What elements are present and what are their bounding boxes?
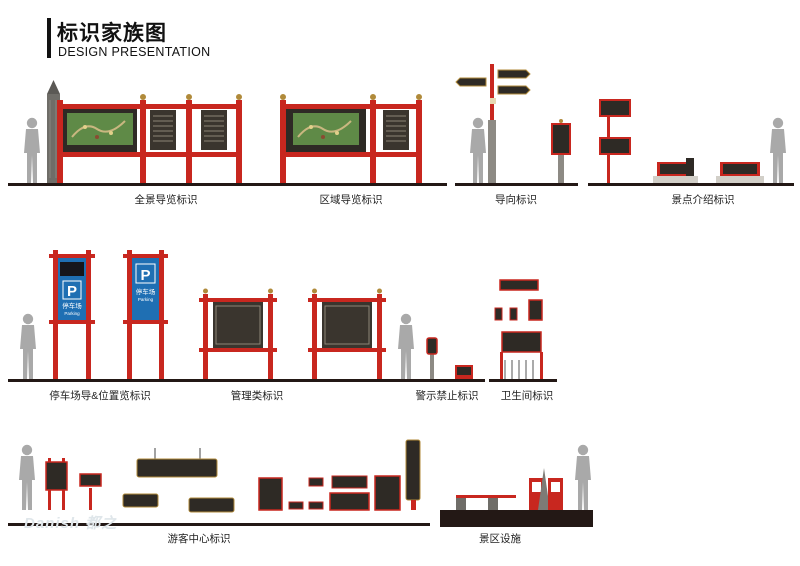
parking-sign: P 停车场 Parking P 停车场 Parking bbox=[20, 250, 168, 379]
person-silhouette bbox=[398, 313, 414, 379]
ground-line-row3 bbox=[8, 510, 593, 527]
page-title: 标识家族图 bbox=[57, 22, 167, 45]
caption-management: 管理类标识 bbox=[230, 390, 284, 402]
caption-visitor-center: 游客中心标识 bbox=[167, 533, 231, 545]
regional-guide-sign bbox=[280, 94, 422, 183]
direction-sign bbox=[455, 64, 571, 183]
page-subtitle: DESIGN PRESENTATION bbox=[58, 45, 211, 59]
header-accent-bar bbox=[47, 18, 51, 58]
restroom-sign bbox=[494, 279, 543, 379]
caption-restroom: 卫生间标识 bbox=[500, 390, 554, 402]
visitor-center-sign bbox=[19, 439, 421, 513]
panorama-guide-sign bbox=[24, 80, 242, 183]
caption-panorama: 全景导览标识 bbox=[134, 194, 198, 206]
parking-label-cn: 停车场 bbox=[62, 301, 82, 310]
caption-parking: 停车场导&位置览标识 bbox=[49, 390, 151, 402]
caption-facilities: 景区设施 bbox=[479, 533, 521, 545]
person-silhouette bbox=[24, 117, 40, 183]
scenic-intro-sign bbox=[599, 99, 786, 183]
person-silhouette bbox=[19, 444, 35, 510]
ground-line-row1 bbox=[8, 183, 794, 186]
person-silhouette bbox=[575, 444, 591, 510]
parking-label-en-2: Parking bbox=[138, 297, 154, 302]
caption-scenic-intro: 景点介绍标识 bbox=[671, 194, 735, 206]
person-silhouette bbox=[20, 313, 36, 379]
parking-label-en: Parking bbox=[64, 311, 80, 316]
stone-pillar bbox=[47, 80, 60, 183]
management-sign bbox=[199, 288, 386, 379]
watermark-logo: Danish 都之 bbox=[24, 515, 118, 532]
caption-warning: 警示禁止标识 bbox=[415, 390, 479, 402]
parking-label-cn-2: 停车场 bbox=[136, 287, 156, 296]
facilities bbox=[456, 444, 591, 510]
ground-line-row2 bbox=[8, 379, 557, 382]
person-silhouette bbox=[770, 117, 786, 183]
parking-letter: P bbox=[67, 283, 77, 300]
warning-sign bbox=[398, 313, 473, 379]
person-silhouette bbox=[470, 117, 486, 183]
caption-direction: 导向标识 bbox=[495, 194, 537, 206]
parking-letter-2: P bbox=[140, 267, 150, 284]
caption-regional: 区域导览标识 bbox=[319, 194, 383, 206]
